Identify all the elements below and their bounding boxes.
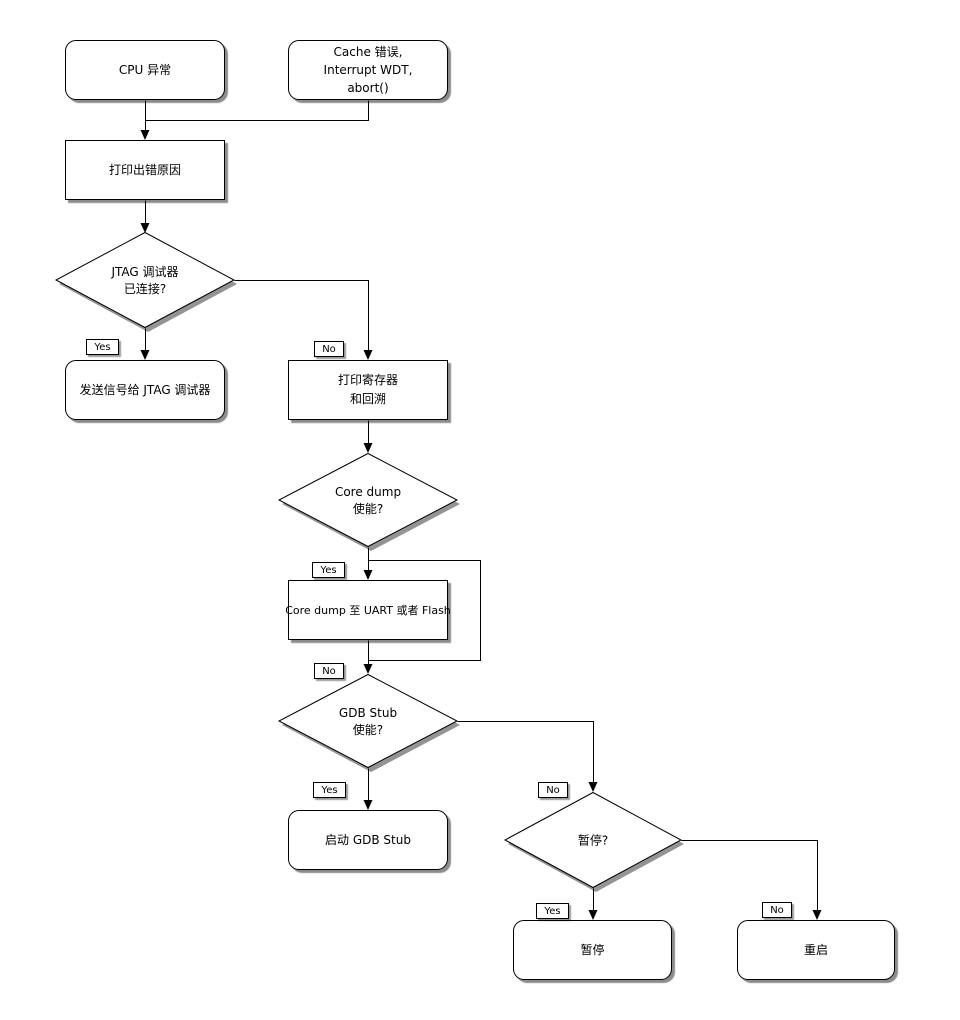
connector-gdb-no	[457, 721, 594, 784]
edge-label-gdb-yes: Yes	[313, 782, 346, 798]
arrowhead	[363, 350, 373, 360]
arrowhead	[588, 910, 598, 920]
arrowhead	[363, 800, 373, 810]
arrowhead	[363, 443, 373, 453]
node-core-dump-to-uart-or-flash: Core dump 至 UART 或者 Flash	[285, 580, 451, 640]
label-jtag-debugger-connected: JTAG 调试器 已连接?	[111, 265, 179, 296]
arrowhead	[140, 350, 150, 360]
arrowhead	[812, 910, 822, 920]
arrowhead	[140, 130, 150, 140]
decision-diamonds	[54, 231, 683, 889]
label-halt-decision: 暂停?	[577, 833, 609, 848]
connector-coredump-bypass	[368, 560, 481, 661]
edge-label-halt-yes: Yes	[536, 903, 569, 919]
connector-cache-to-print	[145, 100, 369, 121]
arrowhead	[363, 664, 373, 674]
node-cache-error: Cache 错误, Interrupt WDT, abort()	[288, 40, 448, 100]
node-print-error-reason: 打印出错原因	[65, 140, 225, 200]
label-core-dump-enabled: Core dump 使能?	[334, 485, 402, 516]
edge-label-jtag-no: No	[314, 341, 344, 357]
connector-halt-no	[681, 840, 818, 912]
node-halt: 暂停	[513, 920, 672, 980]
node-cpu-exception: CPU 异常	[65, 40, 225, 100]
edge-label-halt-no: No	[762, 902, 792, 918]
node-reboot: 重启	[737, 920, 895, 980]
arrowhead	[588, 782, 598, 792]
diamond-gdb-stub-enabled	[277, 673, 459, 769]
node-print-registers-and-backtrace: 打印寄存器 和回溯	[288, 360, 448, 420]
arrowhead	[363, 570, 373, 580]
node-send-signal-to-jtag-debugger: 发送信号给 JTAG 调试器	[65, 360, 225, 420]
label-gdb-stub-enabled: GDB Stub 使能?	[338, 706, 398, 737]
connector-lines	[145, 100, 818, 912]
edge-label-coredump-no: No	[314, 663, 344, 679]
arrowheads	[140, 130, 822, 920]
connector-jtag-no	[234, 280, 369, 352]
edge-label-gdb-no: No	[538, 782, 568, 798]
arrowhead	[140, 223, 150, 233]
diamond-jtag-debugger-connected	[54, 231, 236, 329]
node-start-gdb-stub: 启动 GDB Stub	[288, 810, 448, 870]
edge-label-jtag-yes: Yes	[86, 339, 119, 355]
edge-label-coredump-yes: Yes	[312, 562, 345, 578]
diamond-core-dump-enabled	[277, 452, 459, 548]
diamond-halt-decision	[503, 791, 683, 889]
